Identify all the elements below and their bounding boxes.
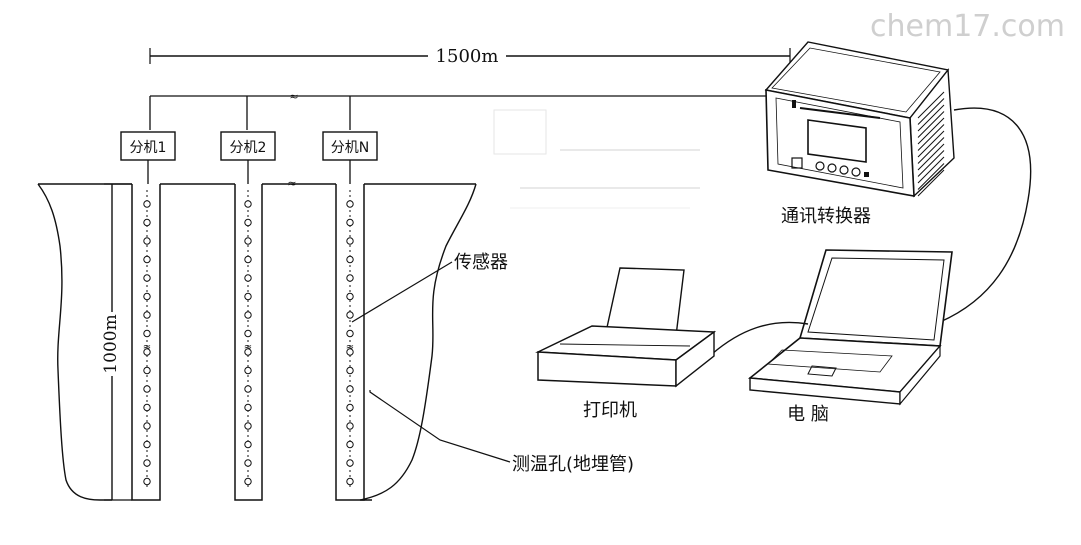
vent-slot (917, 163, 945, 190)
break-mark: ≈ (287, 177, 296, 190)
sensor-node (143, 274, 151, 282)
sensor-node (346, 366, 354, 375)
ground-outline (37, 183, 477, 501)
sensor-node (143, 348, 151, 356)
sub-unit-2-label: 分机2 (230, 140, 267, 156)
sensor-node (143, 477, 151, 486)
sensor-node (244, 385, 252, 393)
sensor-node (346, 477, 354, 486)
break-mark: ≈ (289, 90, 298, 103)
vent-slot (917, 91, 945, 119)
vent-slot (917, 117, 945, 145)
sensor-node (244, 218, 252, 227)
sensor-node (346, 422, 354, 430)
sensor-node (143, 292, 151, 301)
sub-unit-n-label: 分机N (331, 140, 369, 156)
vent-slot (917, 137, 945, 164)
vent-slot (917, 98, 945, 125)
printer-laptop-cable (711, 321, 809, 355)
sensor-node (346, 385, 354, 393)
sensor-node (244, 311, 252, 319)
sensor-node (143, 237, 151, 245)
sensor-node (143, 459, 151, 467)
sensor-node (244, 477, 252, 486)
vertical-dimension-label: 1000m (101, 314, 121, 373)
sub-unit-2: 分机2 (220, 131, 276, 184)
vent-slot (917, 169, 945, 197)
sensor-node (346, 237, 354, 245)
sensor-node (244, 366, 252, 375)
sensor-node (244, 200, 252, 208)
vent-slot (917, 130, 945, 158)
sensor-node (244, 292, 252, 301)
horizontal-dimension-label: 1500m (436, 46, 499, 67)
borehole-label: 测温孔(地埋管) (512, 454, 634, 475)
sensor-node (346, 459, 354, 467)
vent-slot (917, 104, 945, 132)
watermark-text: chem17.com (870, 9, 1065, 44)
vent-slot (917, 111, 945, 138)
sensor-node (143, 366, 151, 375)
printer-label: 打印机 (583, 400, 637, 421)
vent-slot (917, 124, 945, 151)
sensor-node (143, 422, 151, 430)
sub-unit-1: 分机1 (120, 131, 176, 184)
sensor-node (244, 237, 252, 245)
borehole-2 (234, 184, 263, 501)
converter-label: 通讯转换器 (781, 206, 871, 227)
sensor-node (244, 255, 252, 264)
sensor-node (244, 440, 252, 449)
sensor-node (143, 311, 151, 319)
borehole-leader-line (369, 390, 511, 463)
sensor-node (346, 255, 354, 264)
sensor-node (143, 403, 151, 412)
sensor-node (143, 200, 151, 208)
sensor-node (143, 440, 151, 449)
sensor-node (244, 403, 252, 412)
sensor-node (346, 403, 354, 412)
computer-label: 电 脑 (787, 404, 829, 425)
printer (535, 267, 717, 388)
sub-unit-n: 分机N (322, 131, 378, 184)
sub-unit-1-label: 分机1 (130, 140, 167, 156)
sensor-node (346, 348, 354, 356)
sensor-leader-line (351, 261, 453, 323)
laptop (747, 249, 953, 406)
sensor-node (143, 218, 151, 227)
sensor-node (346, 440, 354, 449)
sensor-node (346, 292, 354, 301)
vent-slot (917, 143, 945, 171)
borehole-n (335, 184, 365, 501)
horizontal-dimension: 1500m (149, 44, 791, 68)
vent-slot (917, 156, 945, 184)
break-mark: ≈ (244, 342, 252, 353)
sensor-node (346, 218, 354, 227)
sensor-node (244, 459, 252, 467)
sensor-node (143, 255, 151, 264)
sensor-node (346, 200, 354, 208)
break-mark: ≈ (143, 342, 151, 353)
bus-line: ≈ ≈ (149, 90, 768, 190)
sensor-node (346, 274, 354, 282)
sensor-node (244, 274, 252, 282)
vertical-dimension: 1000m (98, 183, 132, 501)
communication-converter (764, 41, 955, 198)
sensor-strings: ≈ ≈ ≈ (143, 190, 354, 490)
sensor-node (244, 422, 252, 430)
sensor-node (143, 329, 151, 338)
sensor-label: 传感器 (454, 252, 508, 273)
sensor-node (346, 311, 354, 319)
sensor-node (244, 348, 252, 356)
sensor-node (143, 385, 151, 393)
scan-artifacts (493, 109, 700, 209)
sensor-node (346, 329, 354, 338)
borehole-1 (131, 184, 161, 501)
converter-laptop-cable (939, 107, 1032, 323)
vent-slot (917, 150, 945, 177)
break-mark: ≈ (346, 342, 354, 353)
sensor-node (244, 329, 252, 338)
